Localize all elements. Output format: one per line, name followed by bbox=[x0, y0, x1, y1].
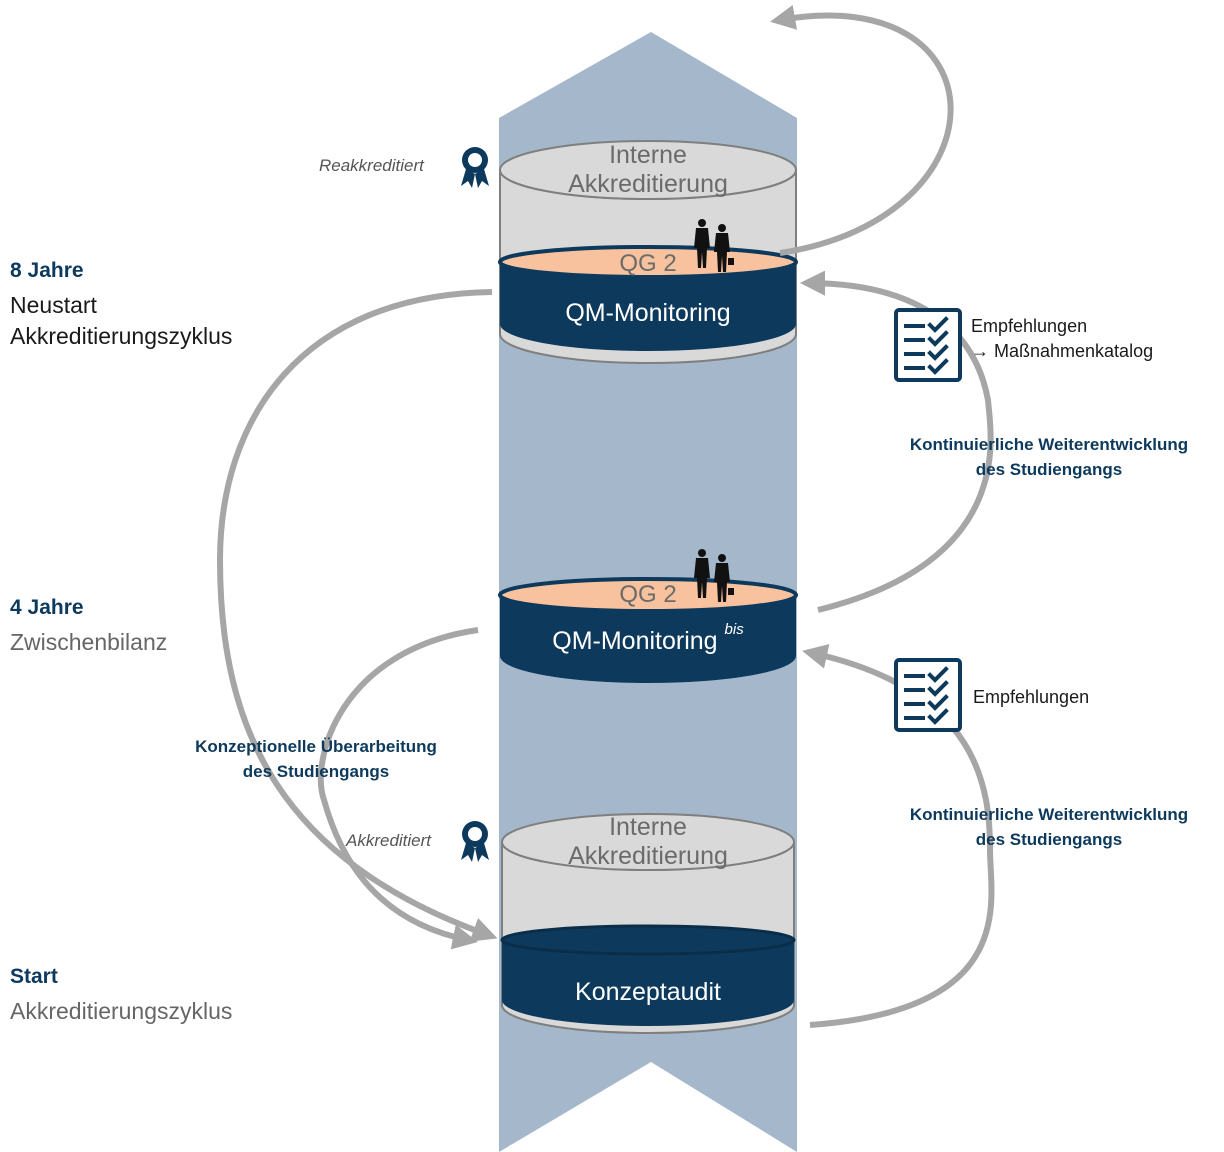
accredited-note: Akkreditiert bbox=[346, 831, 432, 850]
recommendations-bottom-line1: Empfehlungen bbox=[973, 687, 1090, 707]
top-cylinder-lid bbox=[499, 140, 797, 200]
mid-disc-qg-label: QG 2 bbox=[619, 581, 677, 608]
bottom-cylinder-lid bbox=[501, 813, 795, 871]
restart-arrow bbox=[216, 289, 498, 942]
top-disc-qg-label: QG 2 bbox=[619, 250, 677, 277]
recommendations-top-line2: → Maßnahmenkatalog bbox=[971, 341, 1154, 361]
continuous-top-arrow bbox=[799, 270, 994, 613]
phase-eight-years-title: 8 Jahre bbox=[10, 259, 84, 282]
bottom-cylinder-line2: Akkreditierung bbox=[568, 842, 728, 870]
conceptual-arrow bbox=[317, 627, 479, 950]
bottom-disc-body bbox=[502, 940, 794, 1026]
bottom-disc-top bbox=[500, 924, 796, 956]
phase-four-years-title: 4 Jahre bbox=[10, 596, 84, 619]
phase-start-line1: Akkreditierungszyklus bbox=[10, 998, 233, 1024]
phase-eight-years-line2: Akkreditierungszyklus bbox=[10, 323, 233, 349]
accredited-award-icon bbox=[461, 821, 489, 862]
conceptual-line1: Konzeptionelle Überarbeitung bbox=[195, 737, 437, 756]
phase-eight-years-line1: Neustart bbox=[10, 292, 97, 318]
top-cylinder-line2: Akkreditierung bbox=[568, 170, 728, 198]
top-disc-body bbox=[500, 262, 796, 351]
bottom-disc-label: Konzeptaudit bbox=[575, 978, 721, 1006]
conceptual-line2: des Studiengangs bbox=[242, 762, 390, 781]
continuous-bottom-line2: des Studiengangs bbox=[975, 830, 1123, 849]
continuous-top-line2: des Studiengangs bbox=[975, 460, 1123, 479]
reaccredited-note: Reakkreditiert bbox=[319, 156, 424, 175]
bottom-cylinder-line1: Interne bbox=[609, 813, 687, 841]
phase-start-title: Start bbox=[10, 965, 58, 988]
continuous-top-line1: Kontinuierliche Weiterentwicklung bbox=[909, 435, 1189, 454]
checklist-bottom-icon bbox=[894, 658, 962, 732]
continuous-bottom-line1: Kontinuierliche Weiterentwicklung bbox=[909, 805, 1189, 824]
mid-disc-suffix: bis bbox=[724, 621, 744, 638]
reaccredited-award-icon bbox=[461, 147, 489, 188]
recommendations-top-line1: Empfehlungen bbox=[971, 316, 1088, 336]
top-disc-label: QM-Monitoring bbox=[565, 299, 731, 327]
loop-top-arrow bbox=[770, 4, 954, 256]
mid-disc-label: QM-Monitoring bbox=[552, 627, 718, 655]
mid-disc-top bbox=[498, 577, 798, 613]
mid-disc-label-wrap: QM-Monitoring bis bbox=[500, 621, 796, 656]
checklist-top-icon bbox=[894, 308, 962, 382]
phase-four-years-line1: Zwischenbilanz bbox=[10, 629, 168, 655]
mid-disc-body bbox=[500, 595, 796, 683]
top-cylinder-line1: Interne bbox=[609, 141, 687, 169]
